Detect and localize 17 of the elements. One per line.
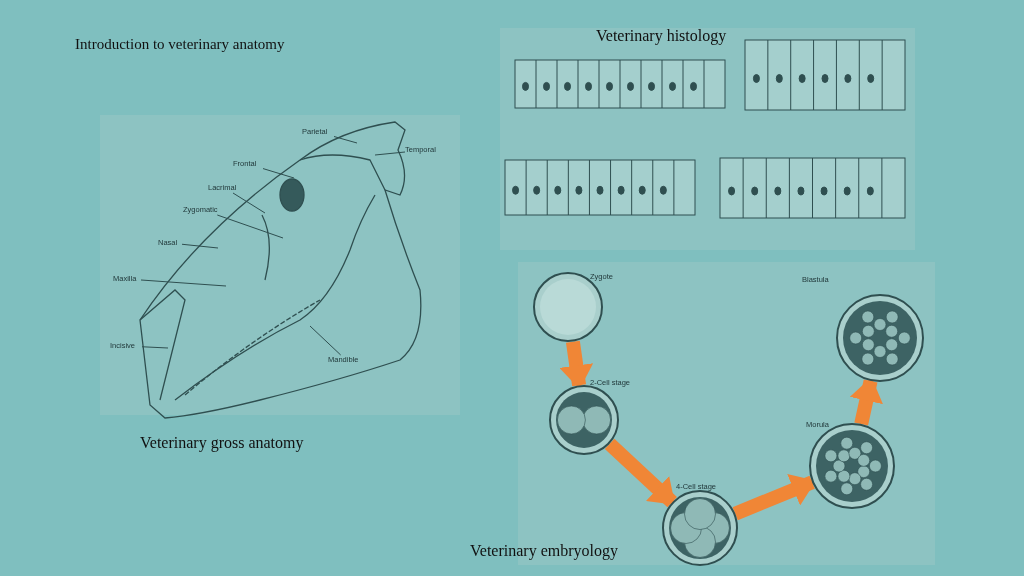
leader-line: [333, 136, 358, 144]
leader-line: [181, 243, 219, 249]
arrow: [732, 474, 816, 521]
leader-line: [216, 214, 284, 239]
leader-line: [232, 192, 266, 214]
leader-line: [141, 346, 169, 349]
panel-caption: Veterinary gross anatomy: [140, 434, 304, 452]
panel-caption: Veterinary embryology: [470, 542, 618, 560]
slide-title: Introduction to veterinary anatomy: [75, 36, 285, 53]
leader-line: [309, 325, 342, 356]
leader-line: [374, 151, 406, 156]
leader-line: [140, 279, 227, 287]
arrow: [604, 438, 677, 508]
panel-caption: Veterinary histology: [596, 27, 727, 45]
leader-line: [262, 168, 295, 179]
arrow: [849, 377, 883, 426]
embryo-stage: [802, 275, 924, 382]
